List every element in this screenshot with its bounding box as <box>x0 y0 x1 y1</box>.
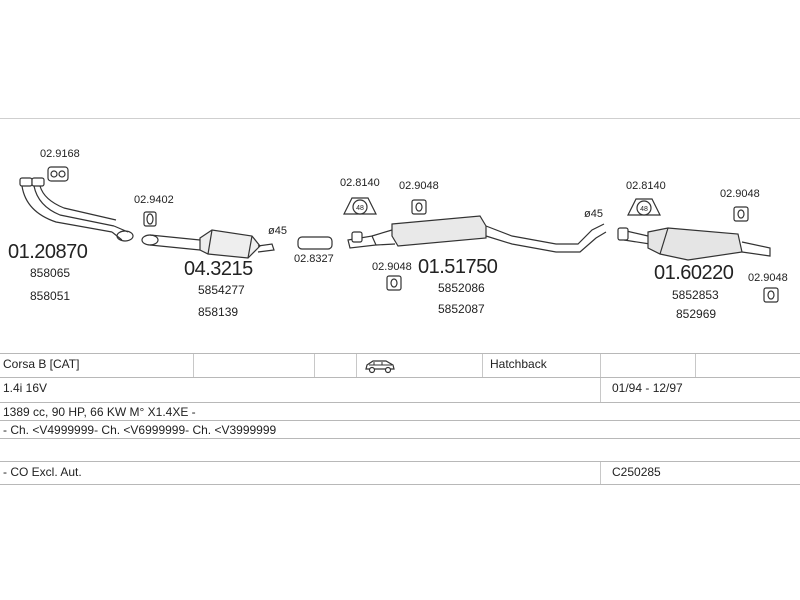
rear-silencer-shape <box>617 227 771 261</box>
specs-cell: 1389 cc, 90 HP, 66 KW M° X1.4XE - <box>3 405 196 419</box>
accessory-label: 02.9048 <box>372 261 412 273</box>
model-cell: Corsa B [CAT] <box>3 357 80 371</box>
code-cell: C250285 <box>612 465 661 479</box>
clamp-size-1: 48 <box>356 205 364 212</box>
table-row-divider <box>0 438 800 439</box>
table-column-divider <box>600 354 601 377</box>
part-number[interactable]: 04.3215 <box>184 258 253 280</box>
part-reference: 858051 <box>30 289 71 303</box>
front-pipe-shape <box>19 177 134 242</box>
part-reference: 858139 <box>198 305 239 319</box>
table-column-divider <box>600 378 601 402</box>
top-divider <box>0 118 800 119</box>
hanger-clamp-icon-1 <box>343 197 377 215</box>
part-reference: 5852853 <box>672 288 719 302</box>
part-number[interactable]: 01.60220 <box>654 262 734 284</box>
part-number[interactable]: 01.20870 <box>8 241 88 263</box>
hanger-clamp-icon-2 <box>627 198 661 216</box>
table-column-divider <box>482 354 483 377</box>
table-column-divider <box>600 462 601 484</box>
diameter-label: ø45 <box>268 225 287 237</box>
accessory-label: 02.8140 <box>626 180 666 192</box>
notes-cell: - CO Excl. Aut. <box>3 465 82 479</box>
table-row-divider <box>0 377 800 378</box>
rubber-hanger-icon-2 <box>386 275 402 291</box>
hatchback-car-icon <box>365 360 395 374</box>
diameter-label: ø45 <box>584 208 603 220</box>
table-row-divider <box>0 402 800 403</box>
part-reference: 5852086 <box>438 281 485 295</box>
clamp-size-2: 48 <box>640 206 648 213</box>
gasket-icon-1 <box>47 166 69 182</box>
exhaust-diagram: 48 48 <box>19 166 779 303</box>
rubber-hanger-icon-4 <box>763 287 779 303</box>
part-number[interactable]: 01.51750 <box>418 256 498 278</box>
part-reference: 858065 <box>30 266 71 280</box>
table-row-divider <box>0 484 800 485</box>
table-row-divider <box>0 420 800 421</box>
accessory-label: 02.9402 <box>134 194 174 206</box>
body-type-cell: Hatchback <box>490 357 547 371</box>
table-column-divider <box>356 354 357 377</box>
catalyst-shape <box>141 229 275 259</box>
table-row-divider <box>0 353 800 354</box>
part-reference: 852969 <box>676 307 717 321</box>
ring-icon-1 <box>143 211 157 227</box>
rubber-hanger-icon-3 <box>733 206 749 222</box>
engine-cell: 1.4i 16V <box>3 381 48 395</box>
part-reference: 5852087 <box>438 302 485 316</box>
table-column-divider <box>193 354 194 377</box>
table-column-divider <box>314 354 315 377</box>
accessory-label: 02.9048 <box>748 272 788 284</box>
years-cell: 01/94 - 12/97 <box>612 381 683 395</box>
chassis-cell: - Ch. <V4999999- Ch. <V6999999- Ch. <V39… <box>3 423 277 437</box>
accessory-label: 02.8140 <box>340 177 380 189</box>
accessory-label: 02.8327 <box>294 253 334 265</box>
table-column-divider <box>695 354 696 377</box>
part-reference: 5854277 <box>198 283 245 297</box>
accessory-label: 02.9168 <box>40 148 80 160</box>
connecting-pipe-shape <box>297 236 333 250</box>
accessory-label: 02.9048 <box>399 180 439 192</box>
middle-silencer-shape <box>347 215 607 253</box>
rubber-hanger-icon-1 <box>411 199 427 215</box>
accessory-label: 02.9048 <box>720 188 760 200</box>
table-row-divider <box>0 461 800 462</box>
